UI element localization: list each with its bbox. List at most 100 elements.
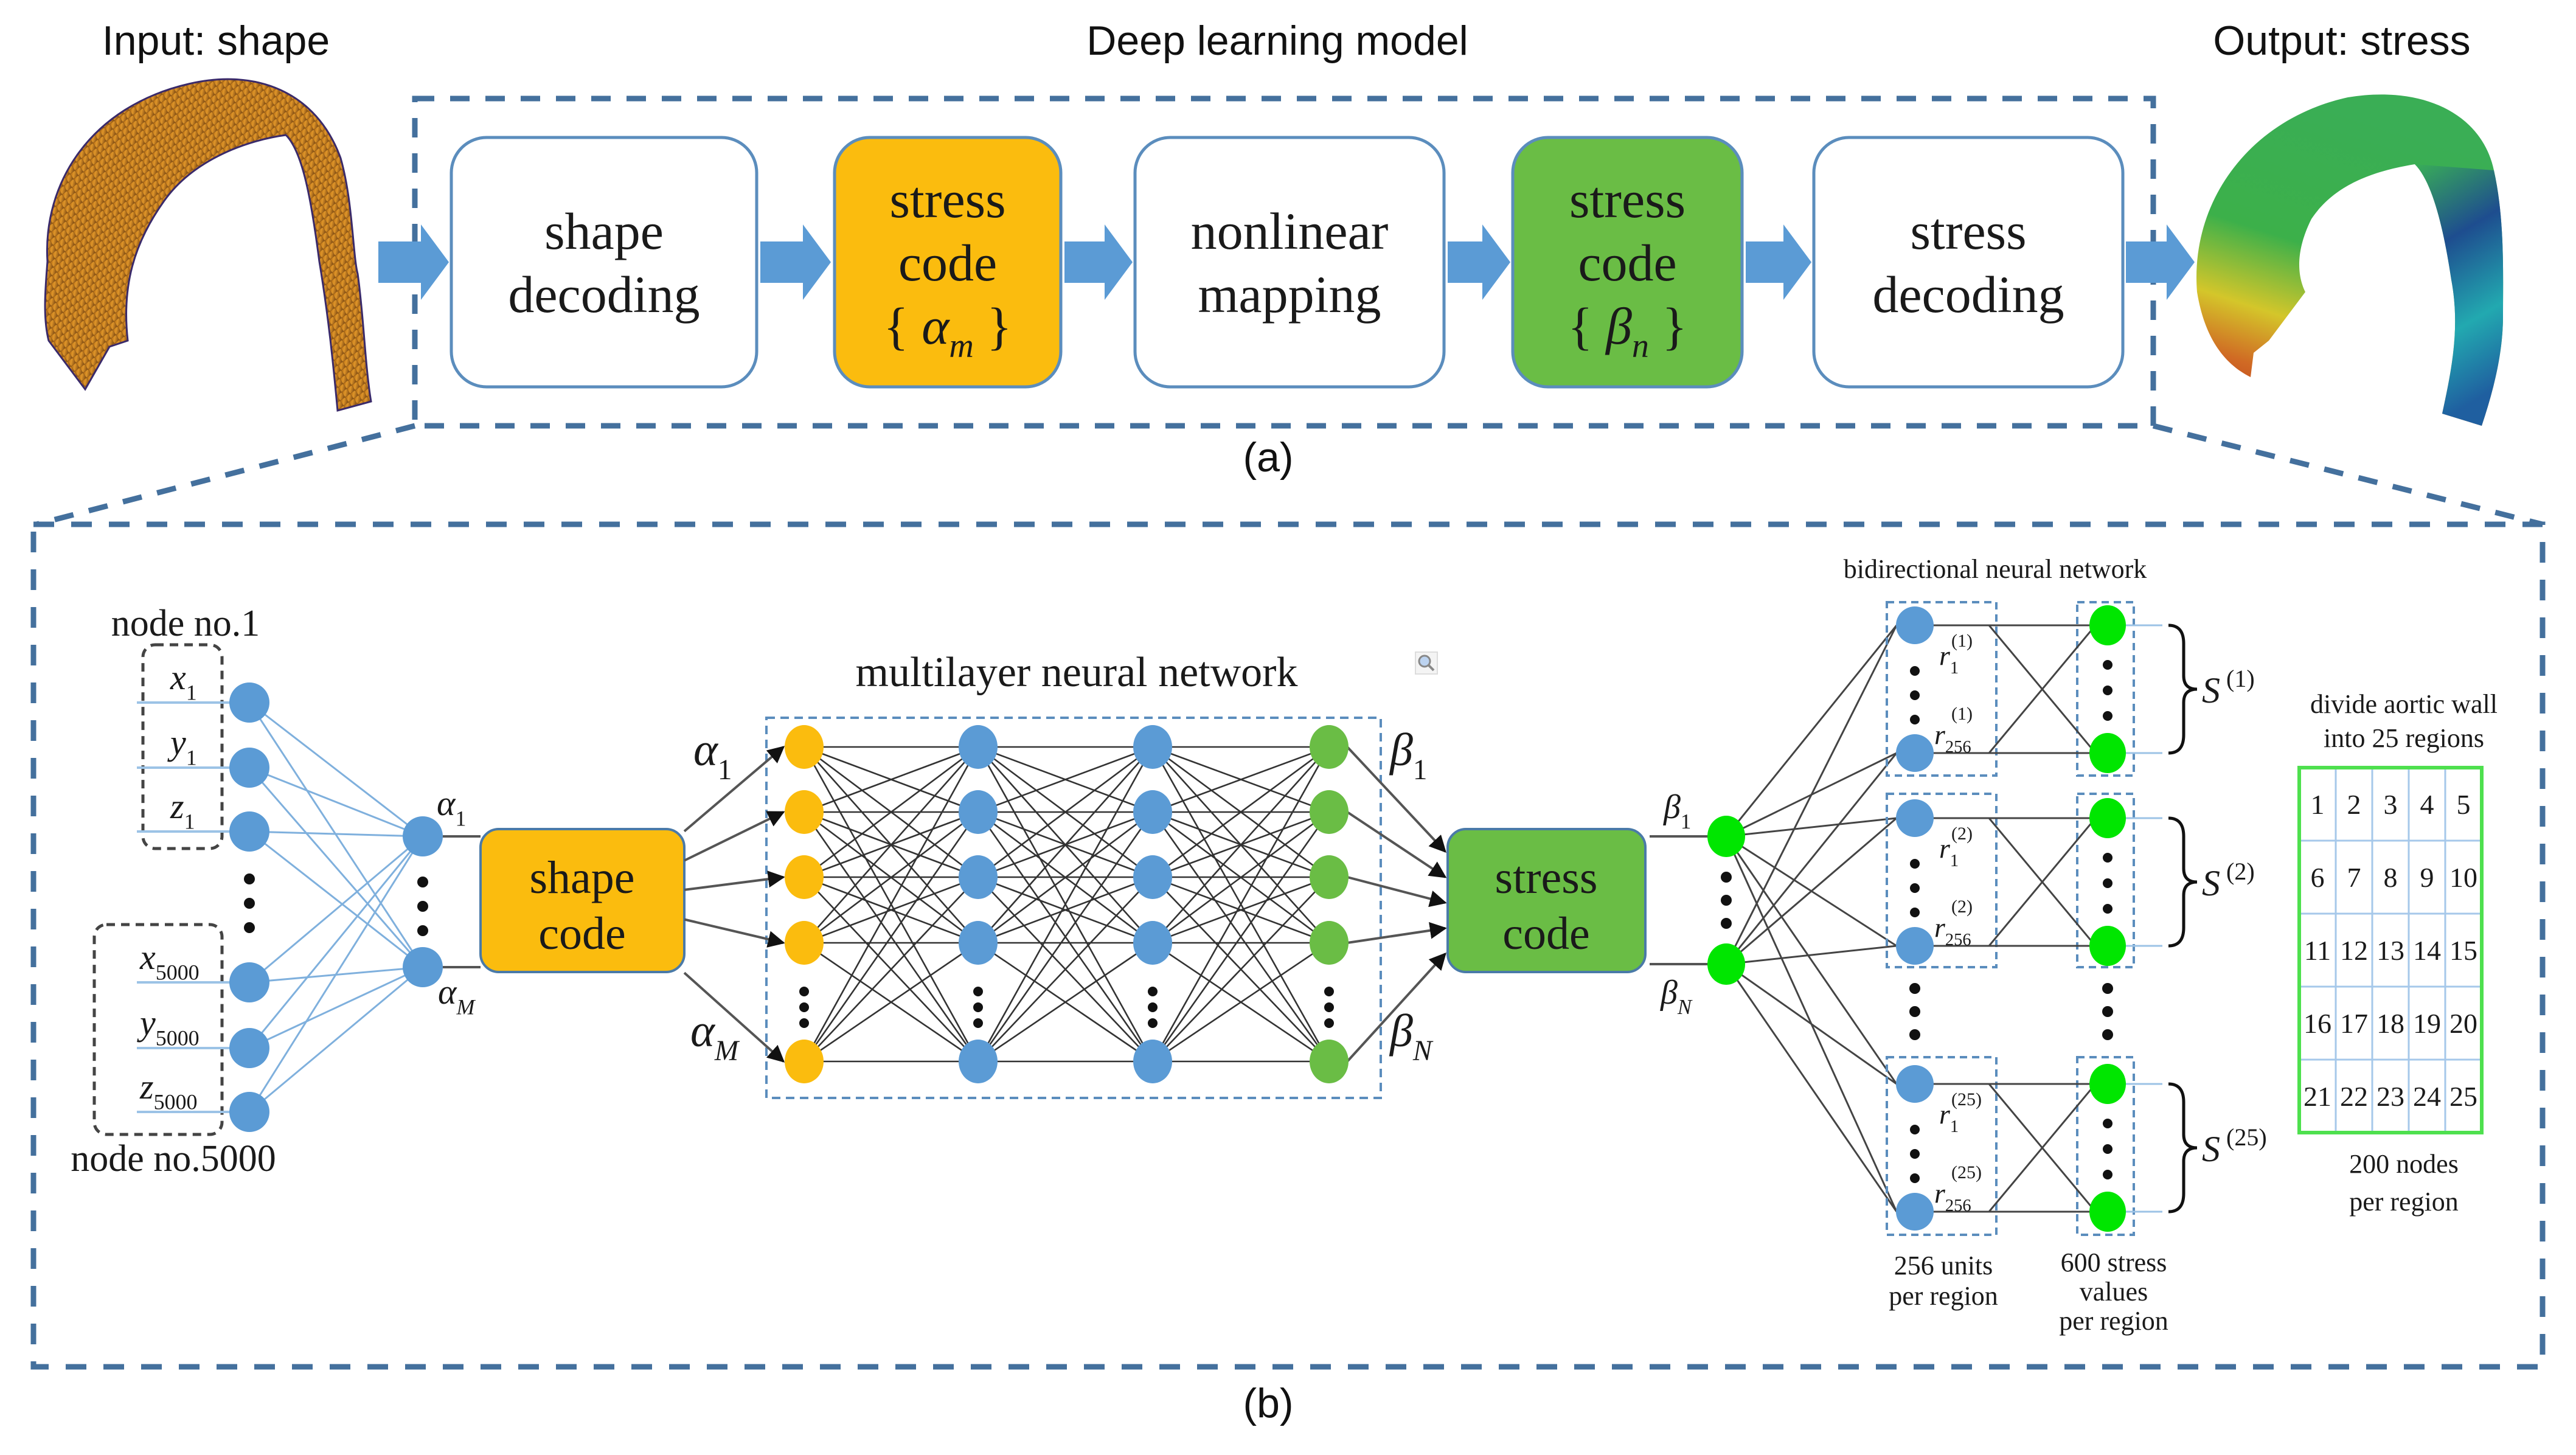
region-cell-number: 1: [2311, 789, 2325, 820]
zoom-connector-right: [2152, 423, 2544, 527]
stress-value-ellipsis: [2103, 904, 2113, 914]
mlp-connection: [1152, 746, 1330, 813]
region-cell-number: 20: [2449, 1008, 2477, 1039]
region-unit-ellipsis: [1910, 690, 1920, 700]
region-cell-number: 3: [2384, 789, 2398, 820]
encoder-connection: [249, 966, 423, 1113]
r-first-sup: (2): [1951, 824, 1973, 844]
region-cell: [2408, 1058, 2446, 1134]
node-first-label: node no.1: [111, 603, 260, 644]
mlp-connection: [977, 746, 1153, 878]
mlp-connection: [804, 877, 979, 1062]
magnifier-icon[interactable]: [1415, 651, 1438, 675]
mlp-node-layer-3: [1133, 725, 1172, 769]
region-cell-number: 8: [2384, 862, 2398, 893]
stress-decoding-box: [1812, 136, 2125, 389]
mlp-node-layer-2: [959, 1040, 998, 1083]
stress-code-alpha-line-1: stress: [889, 170, 1005, 229]
input-label-y1: y1: [167, 723, 197, 769]
stress-code-first-label: β1: [1663, 788, 1691, 833]
input-node: [229, 682, 269, 723]
input-label-x1: x1: [170, 658, 197, 704]
stress-value-ellipsis: [2103, 1119, 2113, 1128]
region-cell: [2335, 912, 2373, 988]
bidir-connection: [1725, 752, 1898, 965]
encoder-connection: [249, 966, 423, 1049]
mlp-connection: [804, 746, 979, 878]
region-unit-ellipsis: [1910, 883, 1920, 893]
bidir-connection: [1726, 817, 1897, 838]
mlp-ellipsis: [1148, 987, 1158, 996]
grid-title-line2: into 25 regions: [2324, 723, 2484, 753]
region-cell-number: 15: [2449, 935, 2477, 966]
region-unit-ellipsis: [1910, 1173, 1920, 1183]
region-cell-number: 5: [2457, 789, 2471, 820]
code-node: [403, 816, 443, 856]
mlp-ellipsis: [799, 1002, 809, 1012]
region-unit-ellipsis: [1910, 859, 1920, 869]
mlp-ellipsis: [799, 1018, 809, 1028]
mlp-connection: [1152, 811, 1330, 944]
region-cell: [2444, 985, 2483, 1061]
r-last-label: r256: [1934, 719, 1971, 757]
region-ellipsis: [2102, 1006, 2113, 1017]
mlp-input-last-label: αM: [690, 1005, 740, 1067]
flow-arrow-icon: [760, 224, 831, 300]
mlp-frame: [765, 717, 1382, 1099]
input-aorta-mesh-image: [44, 78, 372, 412]
panel-b-label: (b): [1243, 1380, 1293, 1426]
stress-code-beta-line-2: code: [1578, 234, 1676, 292]
region-cell: [2444, 839, 2483, 915]
detail-frame: [30, 521, 2546, 1370]
region-cell-number: 23: [2376, 1081, 2404, 1112]
r-last-label: r256: [1934, 1178, 1971, 1215]
mlp-ellipsis: [799, 987, 809, 996]
shape-decoding-line-2: decoding: [508, 265, 700, 324]
bidirectional-neural-network: bidirectional neural network β1βNr1(1)r2…: [1650, 554, 2267, 1336]
encoder-connection: [248, 836, 424, 1113]
input-node: [229, 962, 269, 1002]
code-ellipsis: [417, 877, 428, 887]
mlp-node-layer-4: [1310, 855, 1349, 899]
stress-code-box: [1446, 828, 1647, 973]
mlp-output-arrow: [1347, 922, 1447, 944]
mlp-input-arrow: [683, 971, 785, 1063]
mlp-output-arrow: [1346, 952, 1446, 1063]
code-ellipsis: [417, 925, 428, 936]
mlp-connection: [804, 746, 979, 943]
region-cell: [2335, 766, 2373, 842]
flow-arrow-icon: [1746, 224, 1811, 300]
encoder-connection: [249, 766, 423, 838]
node-last-group-box: [92, 923, 224, 1136]
region-cell-number: 18: [2376, 1008, 2404, 1039]
flow-arrow-icon: [1064, 224, 1133, 300]
input-node: [229, 1092, 269, 1132]
region-unit-node: [1896, 606, 1934, 644]
stress-code-beta-symbol: { βn }: [1567, 297, 1687, 365]
input-title: Input: shape: [102, 18, 330, 64]
mlp-connection: [804, 876, 979, 944]
stress-code-ellipsis: [1721, 918, 1732, 929]
values-caption-line1: 600 stress: [2061, 1248, 2167, 1277]
mlp-node-layer-4: [1310, 725, 1349, 769]
region-cell-number: 25: [2449, 1081, 2477, 1112]
mlp-node-layer-3: [1133, 790, 1172, 834]
mlp-ellipsis: [973, 1018, 983, 1028]
mlp-node-layer-1: [785, 725, 824, 769]
stress-code-last-label: βN: [1660, 974, 1693, 1019]
mlp-input-arrow: [684, 918, 785, 948]
mlp-connection: [804, 746, 979, 813]
mlp-node-layer-1: [785, 855, 824, 899]
region-values-frame: [2076, 601, 2135, 777]
stress-value-ellipsis: [2103, 1144, 2113, 1154]
region-block-25: r1(25)r256(25)S (25): [1886, 1056, 2267, 1236]
mlp-connection: [977, 746, 1153, 943]
mlp-input-arrow: [684, 870, 785, 891]
mlp-output-arrow: [1347, 876, 1447, 908]
mlp-ellipsis: [1324, 1018, 1334, 1028]
mlp-connection: [977, 877, 1153, 1062]
mlp-connection: [1152, 746, 1330, 943]
region-cell: [2335, 839, 2373, 915]
